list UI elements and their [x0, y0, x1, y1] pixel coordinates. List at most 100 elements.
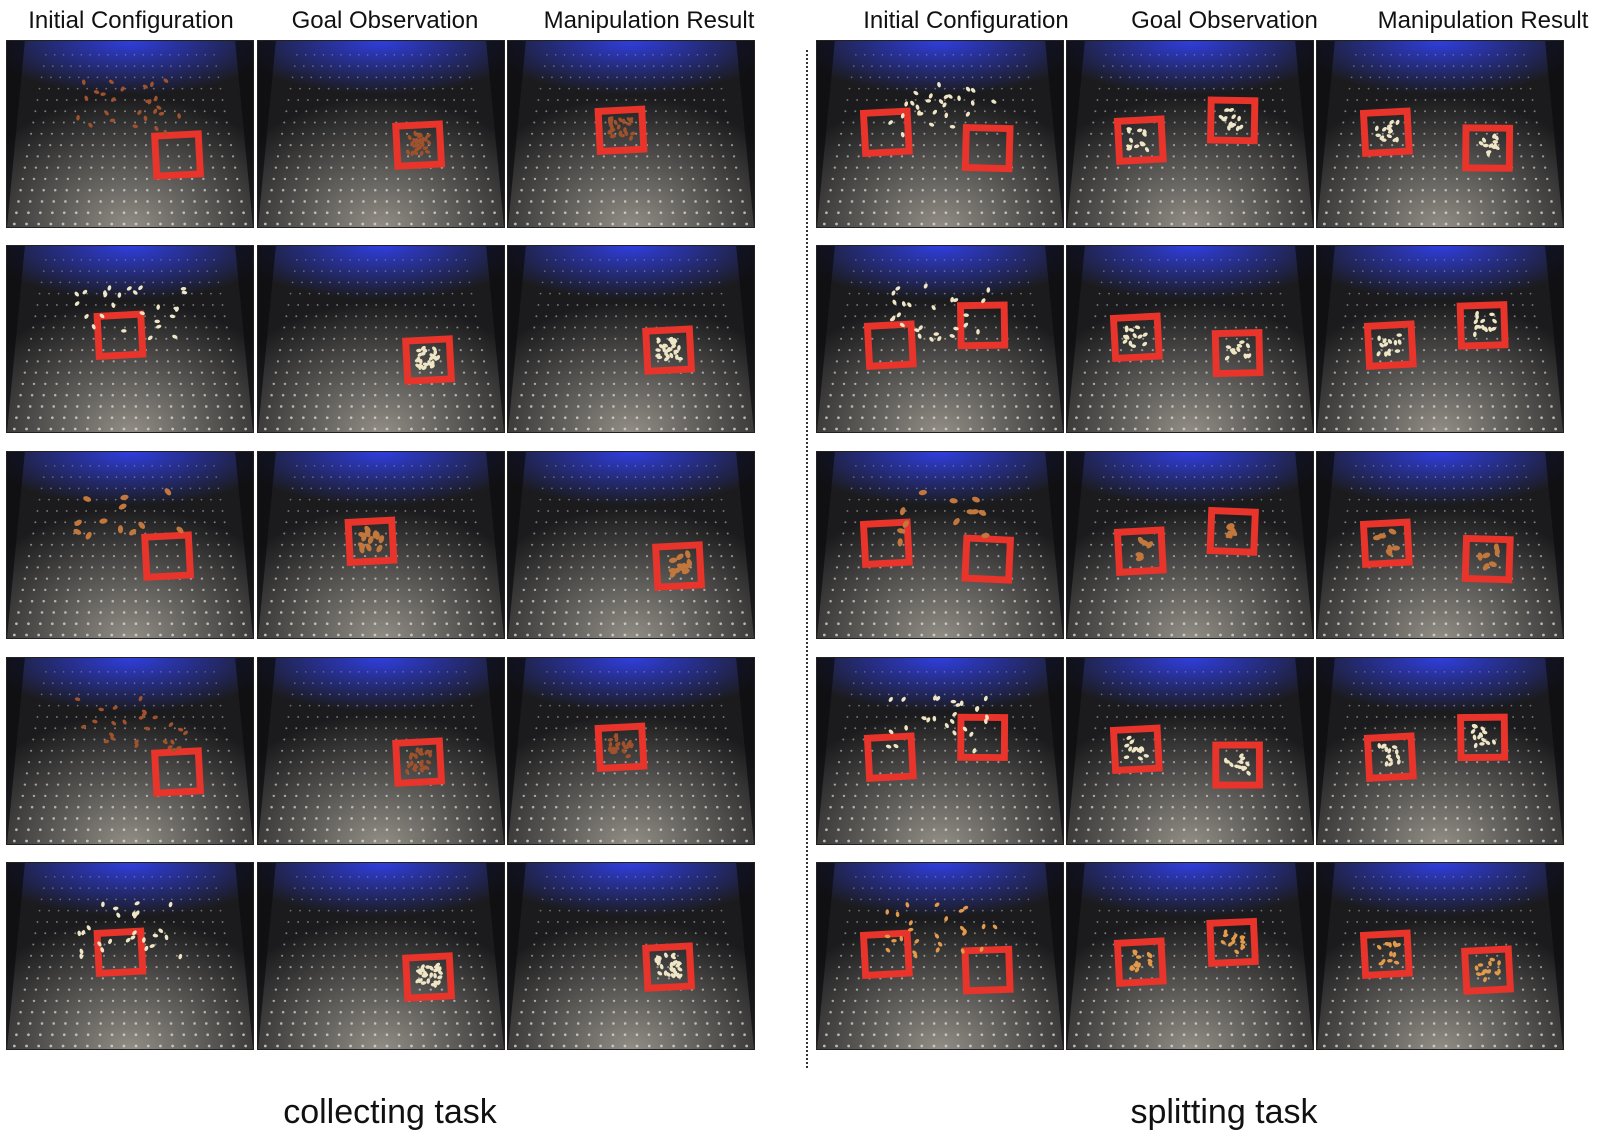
- tabletop-photo: [258, 41, 504, 227]
- right-goal-photo-row-4: [1066, 657, 1314, 845]
- bean-pile: [897, 489, 990, 547]
- bean-pile: [1377, 724, 1496, 767]
- tabletop-photo: [7, 863, 253, 1049]
- target-region-tape: [1113, 937, 1167, 987]
- tabletop-photo: [258, 863, 504, 1049]
- left-initial-photo-row-4: [6, 657, 254, 845]
- bean-pile: [654, 952, 683, 979]
- board-holes: [1322, 54, 1558, 226]
- target-region-tape: [1461, 534, 1514, 584]
- board-holes: [1072, 259, 1308, 431]
- bean-pile: [607, 116, 636, 141]
- right-result-photo-row-3: [1316, 451, 1564, 639]
- tabletop-photo: [508, 246, 754, 432]
- target-region-tape: [594, 105, 648, 156]
- bean-pile: [1376, 940, 1501, 983]
- tabletop-photo: [817, 863, 1063, 1049]
- tabletop-photo: [1067, 452, 1313, 638]
- target-region-tape: [961, 123, 1014, 173]
- bean-pile: [76, 78, 181, 136]
- tabletop-photo: [1067, 658, 1313, 844]
- tabletop-photo: [817, 246, 1063, 432]
- header-initial-right: Initial Configuration: [863, 7, 1069, 34]
- tabletop-photo: [7, 658, 253, 844]
- target-region-tape: [1109, 724, 1163, 775]
- tabletop-photo: [817, 41, 1063, 227]
- board-holes: [12, 54, 248, 226]
- tabletop-photo: [7, 452, 253, 638]
- target-region-tape: [402, 952, 456, 1002]
- board-holes: [513, 671, 749, 843]
- header-goal-right: Goal Observation: [1131, 7, 1318, 34]
- left-initial-photo-row-5: [6, 862, 254, 1050]
- task-divider: [806, 50, 808, 1068]
- target-region-tape: [141, 531, 195, 581]
- bean-pile: [885, 695, 989, 754]
- target-region-tape: [1211, 328, 1264, 378]
- right-initial-photo-row-2: [816, 245, 1064, 433]
- left-initial-photo-row-1: [6, 40, 254, 228]
- left-result-photo-row-3: [507, 451, 755, 639]
- target-region-tape: [594, 722, 648, 773]
- target-region-tape: [93, 927, 147, 978]
- left-goal-photo-row-5: [257, 862, 505, 1050]
- bean-pile: [668, 550, 693, 578]
- target-region-tape: [859, 107, 913, 158]
- header-result-left: Manipulation Result: [543, 7, 755, 34]
- right-initial-photo-row-3: [816, 451, 1064, 639]
- tabletop-photo: [1317, 863, 1563, 1049]
- target-region-tape: [1109, 312, 1163, 363]
- left-initial-photo-row-3: [6, 451, 254, 639]
- bean-pile: [888, 82, 997, 138]
- right-initial-photo-row-4: [816, 657, 1064, 845]
- board-holes: [513, 54, 749, 226]
- target-region-tape: [1457, 713, 1509, 762]
- left-goal-photo-row-4: [257, 657, 505, 845]
- left-initial-photo-row-2: [6, 245, 254, 433]
- bean-pile: [655, 336, 683, 362]
- board-holes: [1072, 465, 1308, 637]
- right-goal-photo-row-3: [1066, 451, 1314, 639]
- tabletop-photo: [817, 452, 1063, 638]
- target-region-tape: [392, 737, 446, 787]
- left-goal-photo-row-1: [257, 40, 505, 228]
- target-region-tape: [1359, 107, 1413, 158]
- tabletop-photo: [1317, 41, 1563, 227]
- target-region-tape: [1206, 96, 1259, 145]
- target-region-tape: [961, 945, 1014, 995]
- right-initial-photo-row-1: [816, 40, 1064, 228]
- bean-pile: [889, 283, 991, 342]
- left-result-photo-row-4: [507, 657, 755, 845]
- target-region-tape: [1113, 526, 1167, 576]
- target-region-tape: [1113, 115, 1167, 165]
- right-result-photo-row-5: [1316, 862, 1564, 1050]
- board-holes: [12, 671, 248, 843]
- target-region-tape: [392, 120, 446, 170]
- tabletop-photo: [1067, 863, 1313, 1049]
- right-result-photo-row-4: [1316, 657, 1564, 845]
- tabletop-photo: [1067, 41, 1313, 227]
- bean-pile: [1374, 119, 1500, 157]
- target-region-tape: [642, 325, 696, 375]
- bean-pile: [405, 747, 433, 775]
- tabletop-photo: [1317, 452, 1563, 638]
- bean-pile: [406, 130, 432, 157]
- target-region-tape: [1363, 732, 1417, 782]
- board-holes: [1322, 259, 1558, 431]
- target-region-tape: [1359, 929, 1413, 980]
- collecting-task-label: collecting task: [283, 1093, 497, 1131]
- left-result-photo-row-2: [507, 245, 755, 433]
- target-region-tape: [1461, 945, 1515, 995]
- tabletop-photo: [7, 246, 253, 432]
- tabletop-photo: [1317, 658, 1563, 844]
- board-holes: [1072, 54, 1308, 226]
- bean-pile: [357, 525, 385, 554]
- target-region-tape: [642, 942, 696, 992]
- header-goal-left: Goal Observation: [291, 7, 479, 34]
- tabletop-photo: [7, 41, 253, 227]
- target-region-tape: [859, 929, 913, 980]
- right-result-photo-row-1: [1316, 40, 1564, 228]
- board-holes: [12, 259, 248, 431]
- bean-pile: [74, 285, 188, 341]
- bean-pile: [415, 962, 443, 988]
